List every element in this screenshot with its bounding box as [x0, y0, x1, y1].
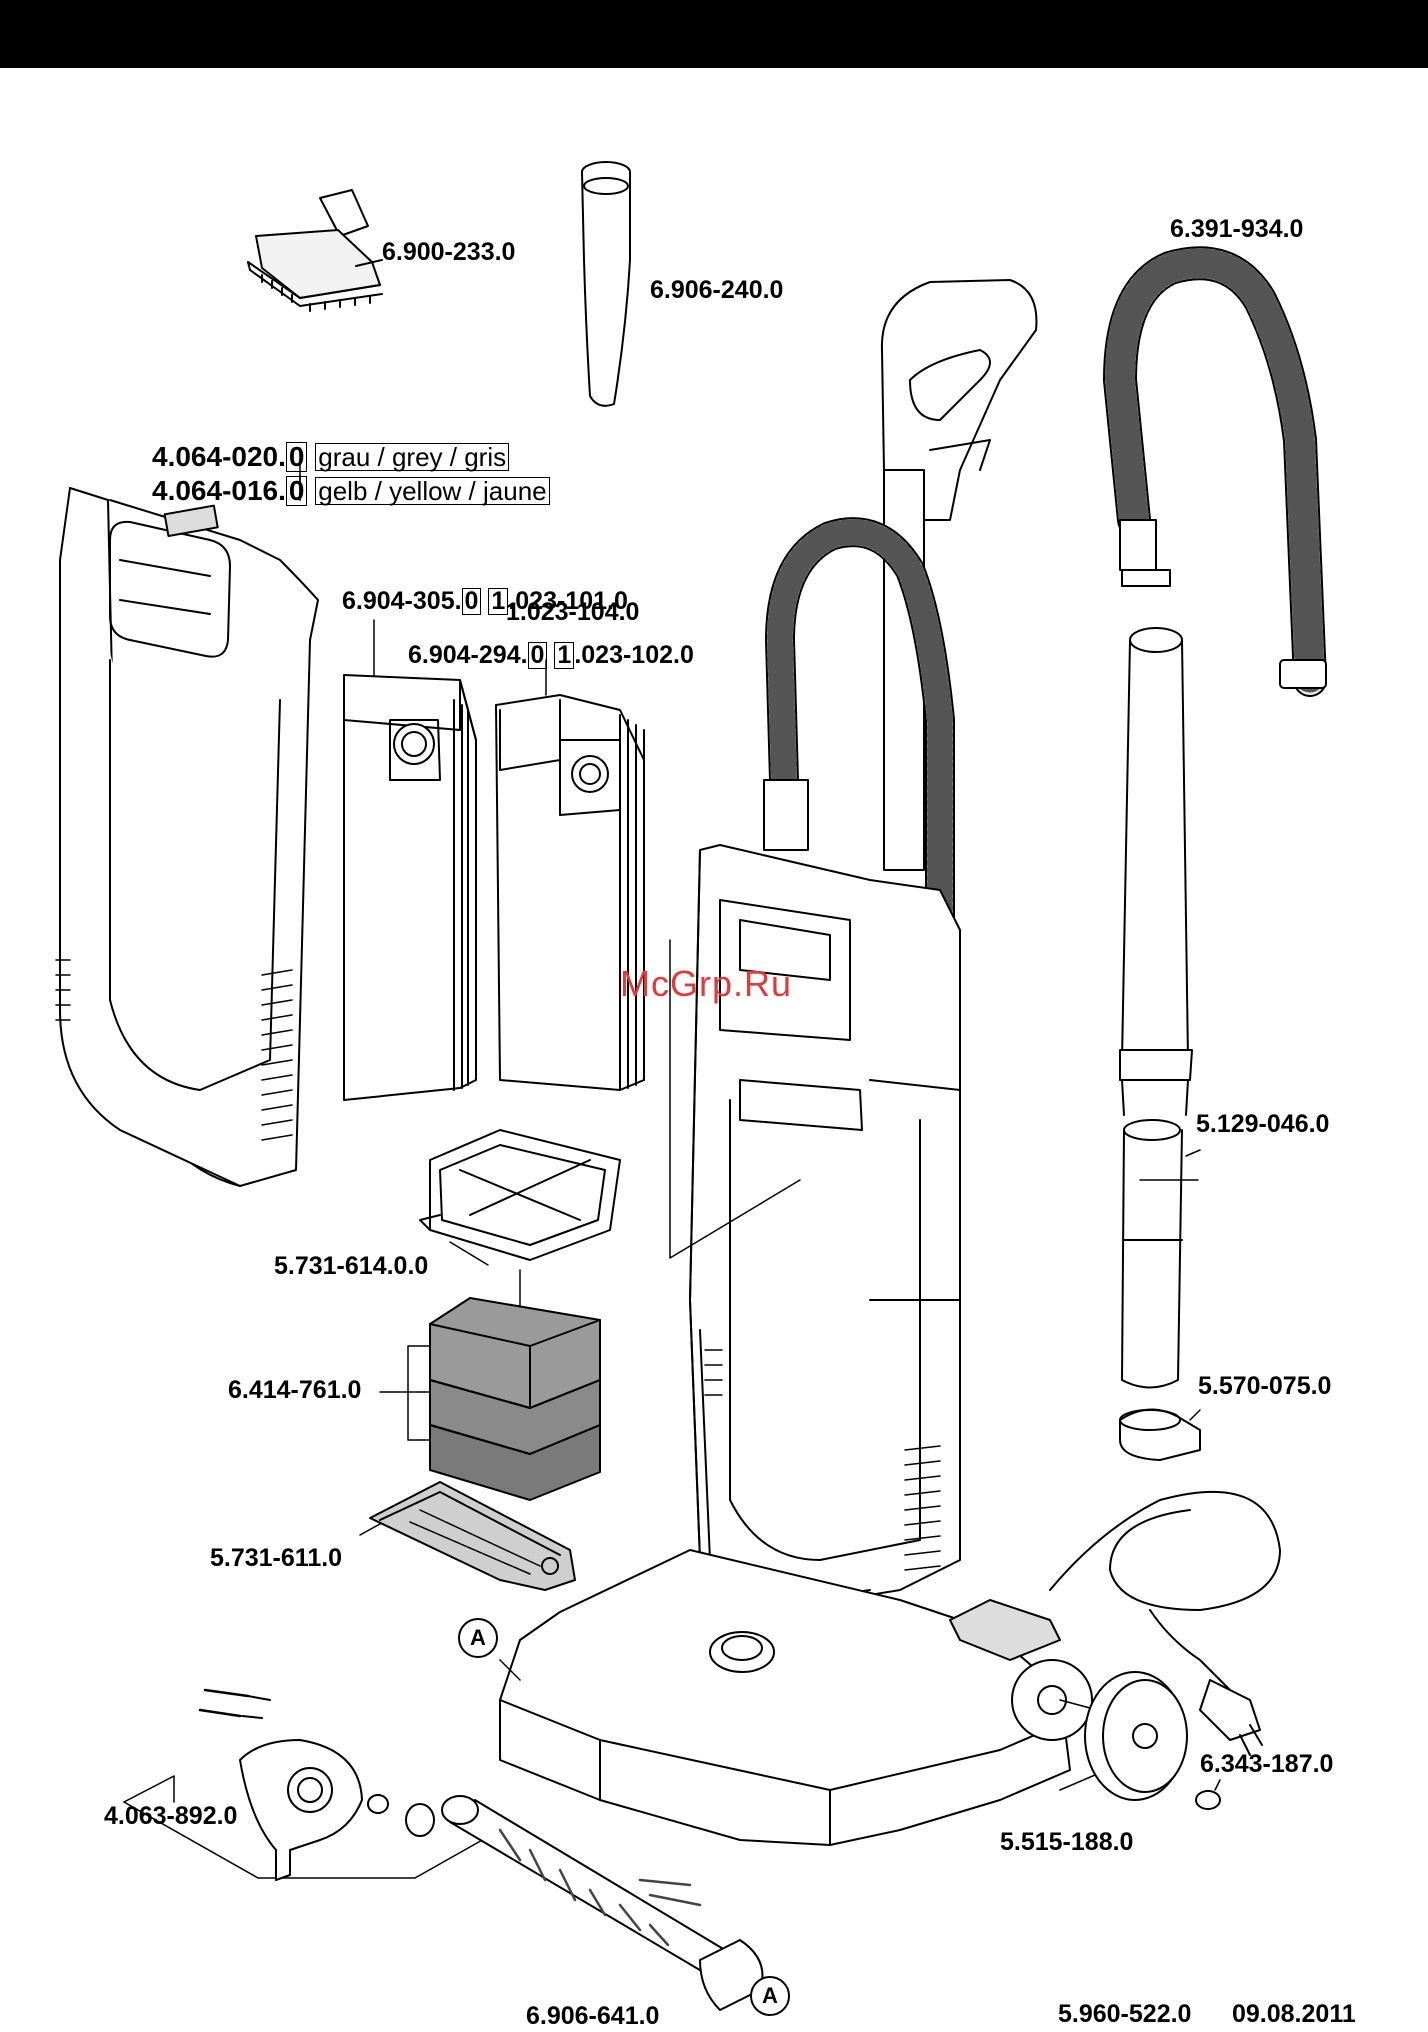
marker-a-top: A	[458, 1618, 498, 1658]
label-filter-holder: 5.731-611.0	[210, 1544, 343, 1572]
filter-bag-paper-suffix: 0	[461, 588, 482, 615]
label-crevice-nozzle: 6.906-240.0	[650, 276, 784, 304]
crevice-nozzle-drawing	[581, 161, 631, 407]
filter-bag-fleece-alt1: .023-102.0	[574, 641, 694, 669]
label-filter-bag-fleece: 6.904-294.0 1.023-102.0	[408, 642, 694, 669]
wheel-drawing	[1059, 1671, 1221, 1810]
brush-bearing-drawing	[123, 1688, 501, 1881]
filter-bag-fleece-alt1-prefix: 1	[554, 642, 575, 669]
footer-doc-number: 5.960-522.0	[1058, 2000, 1192, 2028]
exhaust-filter-drawing	[419, 1129, 621, 1341]
brush-roller-drawing	[441, 1795, 764, 2011]
cover-yellow-desc: gelb / yellow / jaune	[315, 477, 550, 505]
filter-bag-paper-alt1-prefix: 1	[488, 588, 509, 615]
watermark: McGrp.Ru	[620, 963, 793, 1004]
label-filter-bag-paper: 6.904-305.0 1.023-101.0	[342, 588, 628, 615]
label-cover-yellow: 4.064-016.0 gelb / yellow / jaune	[152, 476, 550, 506]
filter-holder-drawing	[359, 1481, 576, 1591]
label-brush-bearing: 4.063-892.0	[104, 1802, 238, 1830]
filter-bag-paper-number: 6.904-305.	[342, 587, 462, 615]
filter-bag-fleece-drawing	[495, 659, 645, 1091]
cover-grey-desc: grau / grey / gris	[315, 443, 510, 471]
label-wheel-cap: 6.343-187.0	[1200, 1750, 1334, 1778]
cover-yellow-suffix: 0	[285, 476, 308, 506]
filter-bag-paper-drawing	[343, 619, 477, 1101]
label-upholstery-nozzle: 6.900-233.0	[382, 238, 516, 266]
marker-a-bottom: A	[750, 1976, 790, 2016]
filter-bag-fleece-number: 6.904-294.	[408, 641, 528, 669]
cover-grey-suffix: 0	[285, 442, 308, 472]
cover-yellow-number: 4.064-016.	[152, 475, 286, 506]
vacuum-body-drawing	[499, 279, 1281, 1846]
upholstery-nozzle-drawing	[247, 189, 383, 312]
label-suction-tube: 5.129-046.0	[1196, 1110, 1330, 1138]
label-exhaust-filter: 5.731-614.0.0	[274, 1252, 429, 1280]
label-brush-roller: 6.906-641.0	[526, 2002, 660, 2030]
label-wheel: 5.515-188.0	[1000, 1828, 1134, 1856]
hose-drawing	[1103, 246, 1327, 697]
cover-grey-number: 4.064-020.	[152, 441, 286, 472]
label-hose: 6.391-934.0	[1170, 215, 1304, 243]
label-tube-clip: 5.570-075.0	[1198, 1372, 1332, 1400]
footer-date: 09.08.2011	[1232, 2000, 1356, 2028]
tube-clip-drawing	[1119, 1408, 1201, 1461]
label-filter-bag-paper-alt2: 1.023-104.0	[506, 598, 640, 626]
filter-bag-fleece-suffix: 0	[527, 642, 548, 669]
cover-drawing	[55, 447, 319, 1187]
foam-filters-drawing	[379, 1297, 601, 1501]
header-bar	[0, 0, 1428, 68]
suction-tube-drawing	[1119, 627, 1201, 1389]
label-foam-filters: 6.414-761.0	[228, 1376, 362, 1404]
filter-bag-paper-alt1: .023-101.0	[508, 587, 628, 615]
label-cover-grey: 4.064-020.0 grau / grey / gris	[152, 441, 510, 472]
